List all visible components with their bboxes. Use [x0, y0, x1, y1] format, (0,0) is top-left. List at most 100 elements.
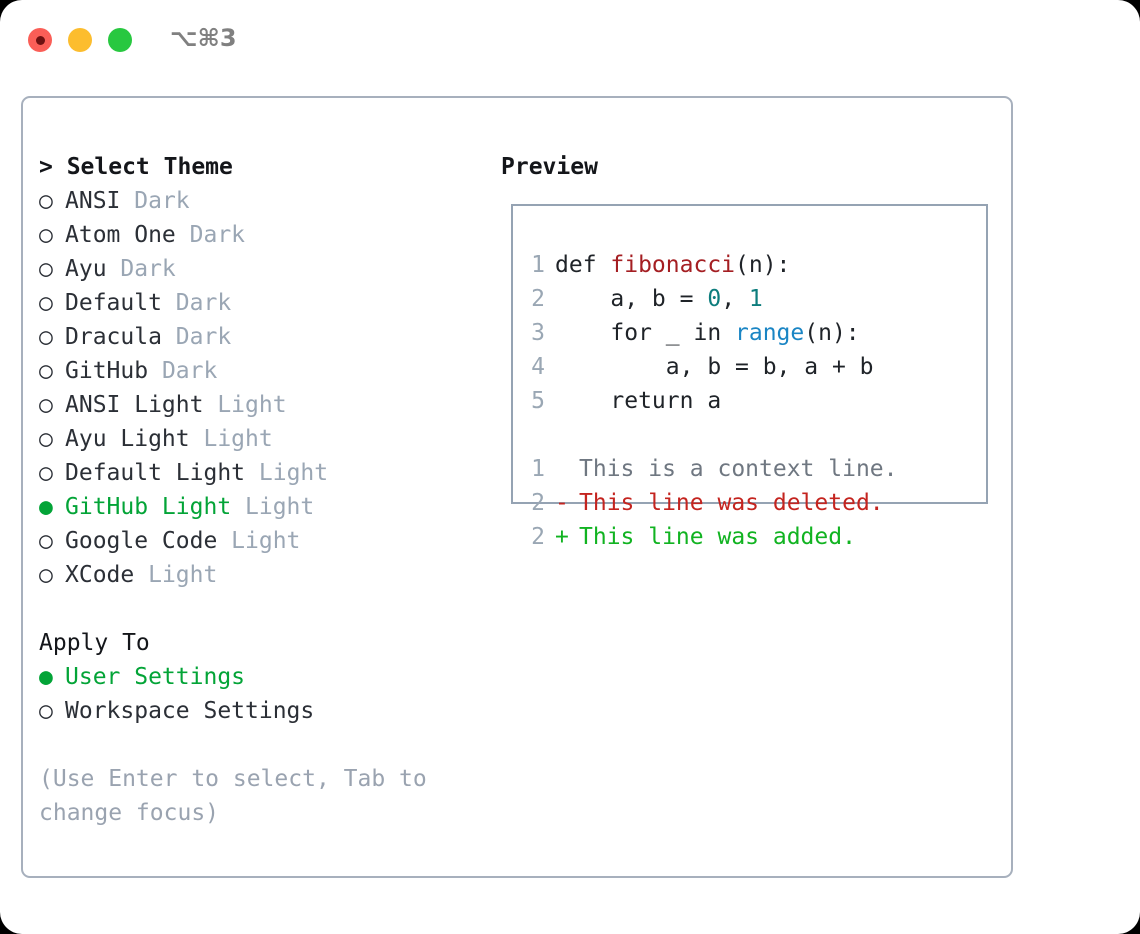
token-plain: for _ in	[555, 320, 736, 346]
token-plain: (n):	[735, 252, 791, 278]
diff-marker: -	[555, 490, 569, 516]
theme-list[interactable]: ○ANSI Dark○Atom One Dark○Ayu Dark○Defaul…	[39, 184, 489, 592]
line-number: 2	[531, 286, 545, 312]
theme-variant-badge: Light	[258, 460, 329, 486]
radio-unselected-icon: ○	[39, 256, 53, 282]
title-bar: ⌥⌘3	[0, 0, 1140, 78]
apply-to-option-label: Workspace Settings	[65, 698, 315, 724]
keyboard-shortcut-label: ⌥⌘3	[170, 24, 237, 52]
apply-to-option-user-settings[interactable]: ● User Settings	[39, 660, 489, 694]
radio-unselected-icon: ○	[39, 392, 53, 418]
theme-option-label: Dracula	[65, 324, 176, 350]
line-number: 1	[531, 252, 545, 278]
theme-variant-badge: Dark	[161, 358, 218, 384]
theme-option-default[interactable]: ○ Default Dark	[39, 286, 489, 320]
token-plain: a, b =	[555, 286, 708, 312]
radio-unselected-icon: ○	[39, 698, 53, 724]
theme-option-label: Atom One	[65, 222, 190, 248]
line-number: 5	[531, 388, 545, 414]
diff-line-ctx: 1 This is a context line.	[523, 452, 980, 486]
diff-line-add: 2 + This line was added.	[523, 520, 980, 554]
line-number: 4	[531, 354, 545, 380]
radio-unselected-icon: ○	[39, 460, 53, 486]
token-plain: ,	[721, 286, 749, 312]
apply-to-option-label: User Settings	[65, 664, 246, 690]
code-line: 4 a, b = b, a + b	[523, 350, 980, 384]
token-plain: return a	[555, 388, 722, 414]
theme-variant-badge: Dark	[134, 188, 190, 214]
diff-marker: +	[555, 524, 569, 550]
diff-line-del: 2-This line was deleted.	[523, 486, 980, 520]
keyboard-hint-text: (Use Enter to select, Tab to change focu…	[39, 766, 427, 826]
apply-to-option-workspace-settings[interactable]: ○ Workspace Settings	[39, 694, 489, 728]
theme-variant-badge: Dark	[175, 290, 232, 316]
theme-option-xcode[interactable]: ○XCode Light	[39, 558, 489, 592]
theme-option-ayu-light[interactable]: ○ Ayu Light Light	[39, 422, 489, 456]
close-button[interactable]	[28, 28, 52, 52]
theme-option-label: XCode	[65, 562, 149, 588]
theme-variant-badge: Dark	[175, 324, 232, 350]
theme-option-label: Ayu	[65, 256, 121, 282]
code-line: 3 for _ in range(n):	[523, 316, 980, 350]
theme-variant-badge: Light	[245, 494, 315, 520]
theme-option-label: Ayu Light	[65, 426, 204, 452]
theme-variant-badge: Light	[217, 392, 287, 418]
diff-text: This is a context line.	[579, 456, 898, 482]
theme-option-default-light[interactable]: ○ Default Light Light	[39, 456, 489, 490]
theme-option-label: GitHub Light	[65, 494, 246, 520]
theme-option-label: GitHub	[65, 358, 162, 384]
token-call: range	[735, 320, 805, 346]
theme-option-label: ANSI Light	[65, 392, 218, 418]
radio-selected-icon: ●	[39, 494, 53, 520]
radio-unselected-icon: ○	[39, 188, 53, 214]
radio-unselected-icon: ○	[39, 426, 53, 452]
diff-text: This line was added.	[579, 524, 856, 550]
theme-variant-badge: Light	[203, 426, 273, 452]
code-line: 2 a, b = 0, 1	[523, 282, 980, 316]
theme-option-ansi[interactable]: ○ANSI Dark	[39, 184, 489, 218]
minimize-button[interactable]	[68, 28, 92, 52]
theme-option-label: Default	[65, 290, 176, 316]
diff-block: 1 This is a context line.2-This line was…	[523, 452, 980, 554]
list-spacer	[39, 592, 489, 626]
close-icon	[35, 35, 45, 45]
radio-unselected-icon: ○	[39, 324, 53, 350]
diff-text: This line was deleted.	[579, 490, 884, 516]
apply-to-header: Apply To	[39, 630, 150, 656]
theme-variant-badge: Dark	[120, 256, 176, 282]
theme-option-google-code[interactable]: ○Google Code Light	[39, 524, 489, 558]
token-number: 0	[707, 286, 722, 312]
token-function: fibonacci	[610, 252, 736, 278]
theme-option-label: Google Code	[65, 528, 232, 554]
theme-option-ansi-light[interactable]: ○ ANSI Light Light	[39, 388, 489, 422]
token-plain: (n):	[804, 320, 860, 346]
radio-unselected-icon: ○	[39, 358, 53, 384]
radio-selected-icon: ●	[39, 664, 53, 690]
maximize-button[interactable]	[108, 28, 132, 52]
apply-to-list[interactable]: ● User Settings ○ Workspace Settings	[39, 660, 489, 728]
radio-unselected-icon: ○	[39, 290, 53, 316]
theme-option-github-light[interactable]: ● GitHub Light Light	[39, 490, 489, 524]
theme-option-atom-one[interactable]: ○ Atom One Dark	[39, 218, 489, 252]
line-number: 3	[531, 320, 545, 346]
code-line: 1 def fibonacci(n):	[523, 248, 980, 282]
theme-option-github[interactable]: ○ GitHub Dark	[39, 354, 489, 388]
theme-option-label: Default Light	[65, 460, 259, 486]
preview-title: Preview	[501, 154, 598, 180]
token-plain: def	[555, 252, 611, 278]
radio-unselected-icon: ○	[39, 222, 53, 248]
token-plain: a, b = b, a + b	[555, 354, 874, 380]
theme-option-ayu[interactable]: ○ Ayu Dark	[39, 252, 489, 286]
content-panel: > Select Theme ○ANSI Dark○Atom One Dark○…	[21, 96, 1013, 878]
line-number: 2	[531, 490, 545, 516]
line-number: 2	[531, 524, 545, 550]
theme-variant-badge: Dark	[189, 222, 246, 248]
theme-variant-badge: Light	[231, 528, 301, 554]
diff-marker	[555, 452, 579, 486]
theme-option-dracula[interactable]: ○ Dracula Dark	[39, 320, 489, 354]
